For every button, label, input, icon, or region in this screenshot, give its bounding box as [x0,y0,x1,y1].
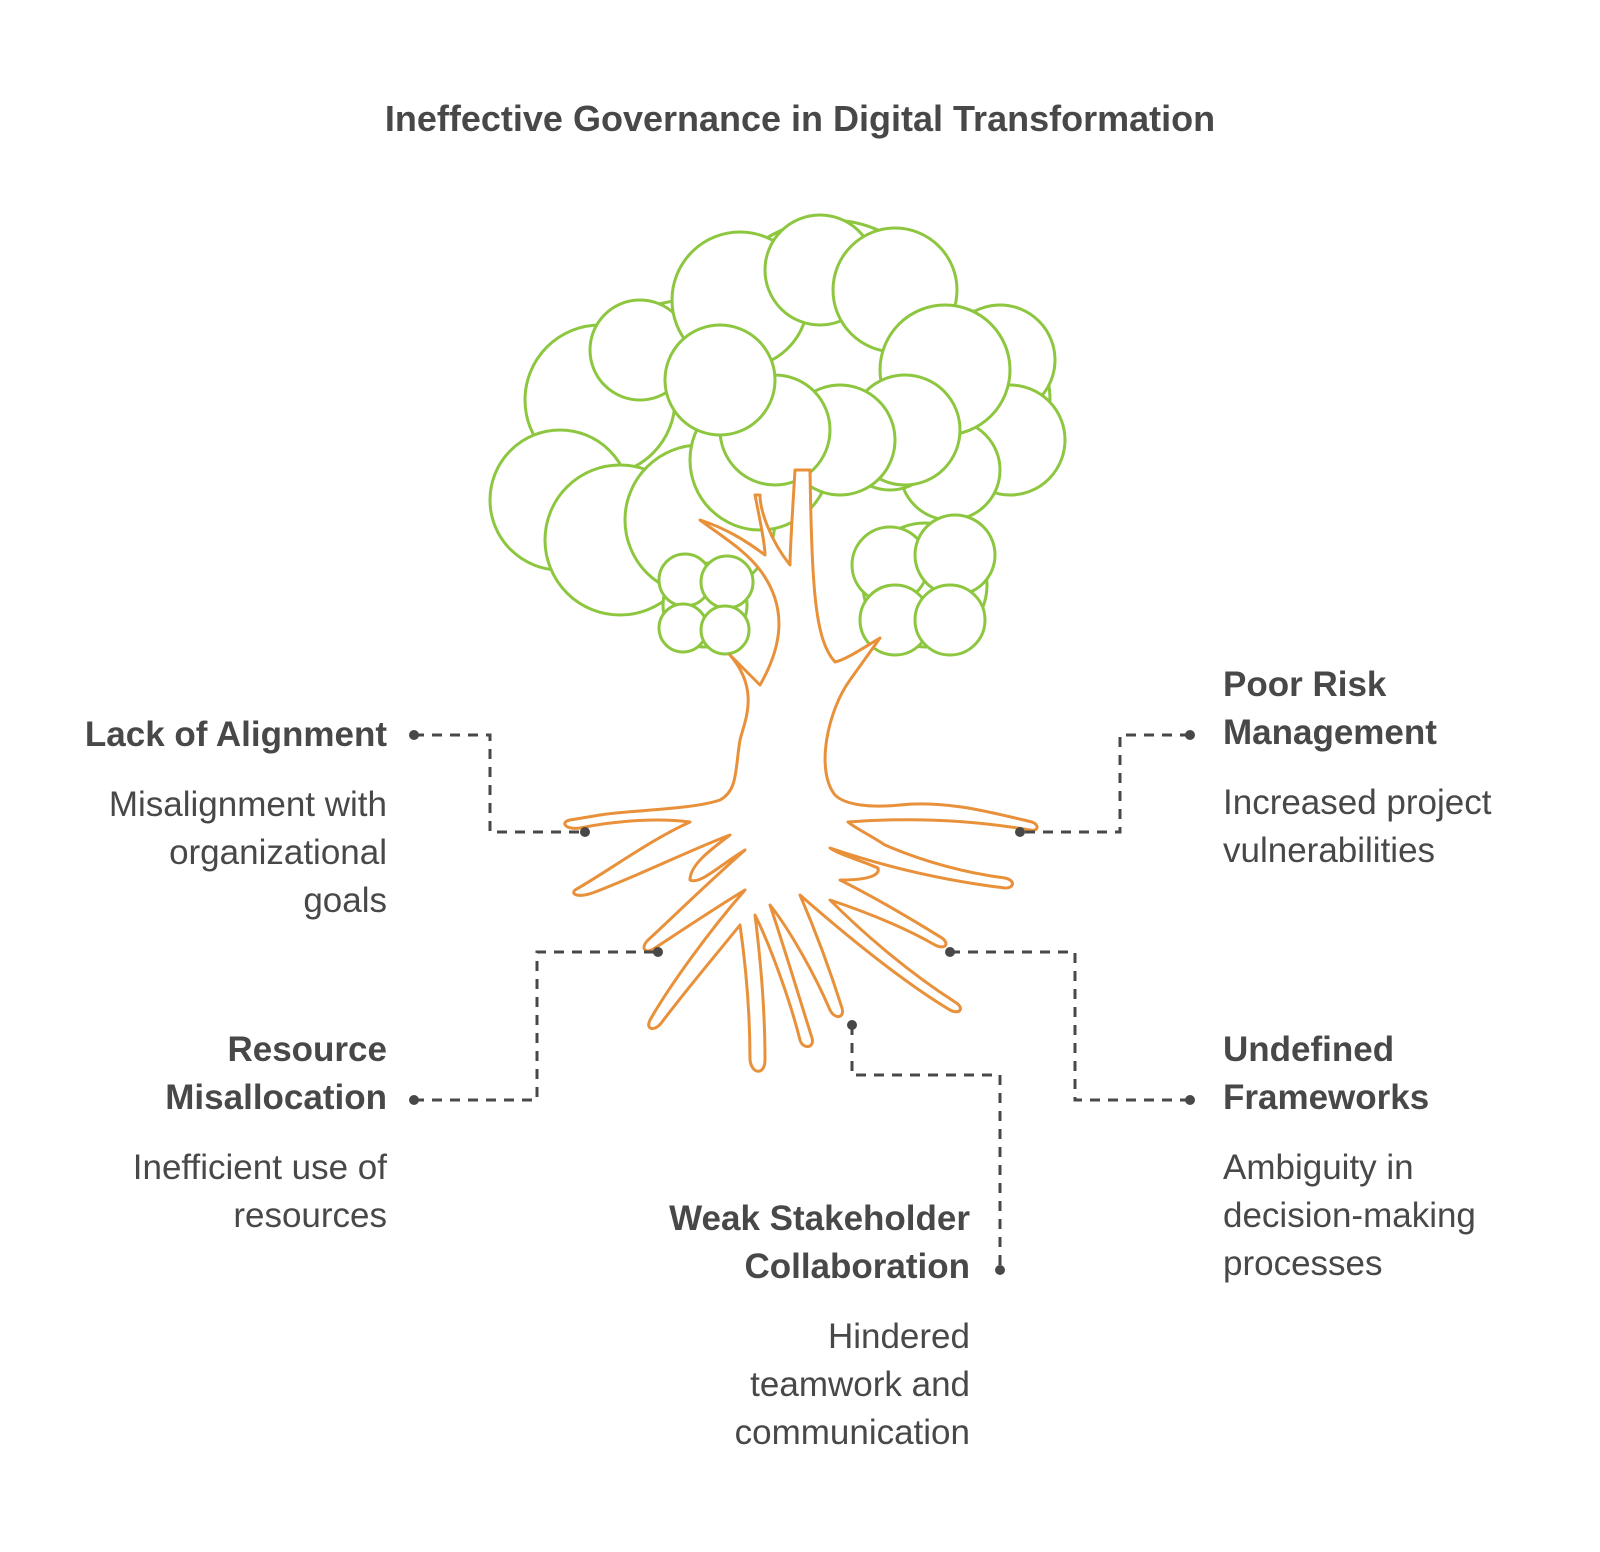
item-undefined-frameworks: Undefined Frameworks Ambiguity in decisi… [1223,1026,1583,1288]
item-resource-misallocation: Resource Misallocation Inefficient use o… [27,1026,387,1240]
connectors [414,733,1190,1270]
dot-risk-label [1185,730,1195,740]
item-heading: Lack of Alignment [84,715,387,754]
item-description: Inefficient use of resources [132,1148,387,1235]
connector-stakeholder [850,1025,1002,1270]
dot-stakeholder-label [995,1265,1005,1275]
dot-frameworks-label [1185,1095,1195,1105]
canopy-top-cluster [663,213,1012,497]
item-heading: Resource Misallocation [165,1030,387,1117]
item-heading: Weak Stakeholder Collaboration [669,1199,970,1286]
item-weak-stakeholder-collaboration: Weak Stakeholder Collaboration Hindered … [610,1195,970,1457]
dot-alignment-label [409,730,419,740]
item-description: Hindered teamwork and communication [734,1317,970,1452]
canopy-small-right [850,513,997,657]
dot-alignment-tree [580,827,590,837]
item-description: Increased project vulnerabilities [1223,783,1492,870]
item-lack-of-alignment: Lack of Alignment Misalignment with orga… [27,711,387,925]
canopy-small-left [657,552,755,656]
item-description: Misalignment with organizational goals [108,785,387,920]
page-title: Ineffective Governance in Digital Transf… [384,98,1216,139]
item-description: Ambiguity in decision-making processes [1223,1148,1476,1283]
dot-resource-label [409,1095,419,1105]
connector-frameworks [950,950,1190,1102]
item-heading: Poor Risk Management [1223,665,1437,752]
tree-trunk [563,468,1039,1073]
item-poor-risk-management: Poor Risk Management Increased project v… [1223,661,1583,875]
tree-canopy [488,213,1067,657]
dot-stakeholder-tree [847,1020,857,1030]
connector-resource [414,950,658,1102]
item-heading: Undefined Frameworks [1223,1030,1430,1117]
connector-alignment [414,733,585,834]
connector-risk [1020,733,1190,834]
connector-dots [409,730,1195,1275]
dot-risk-tree [1015,827,1025,837]
dot-frameworks-tree [945,947,955,957]
dot-resource-tree [653,947,663,957]
